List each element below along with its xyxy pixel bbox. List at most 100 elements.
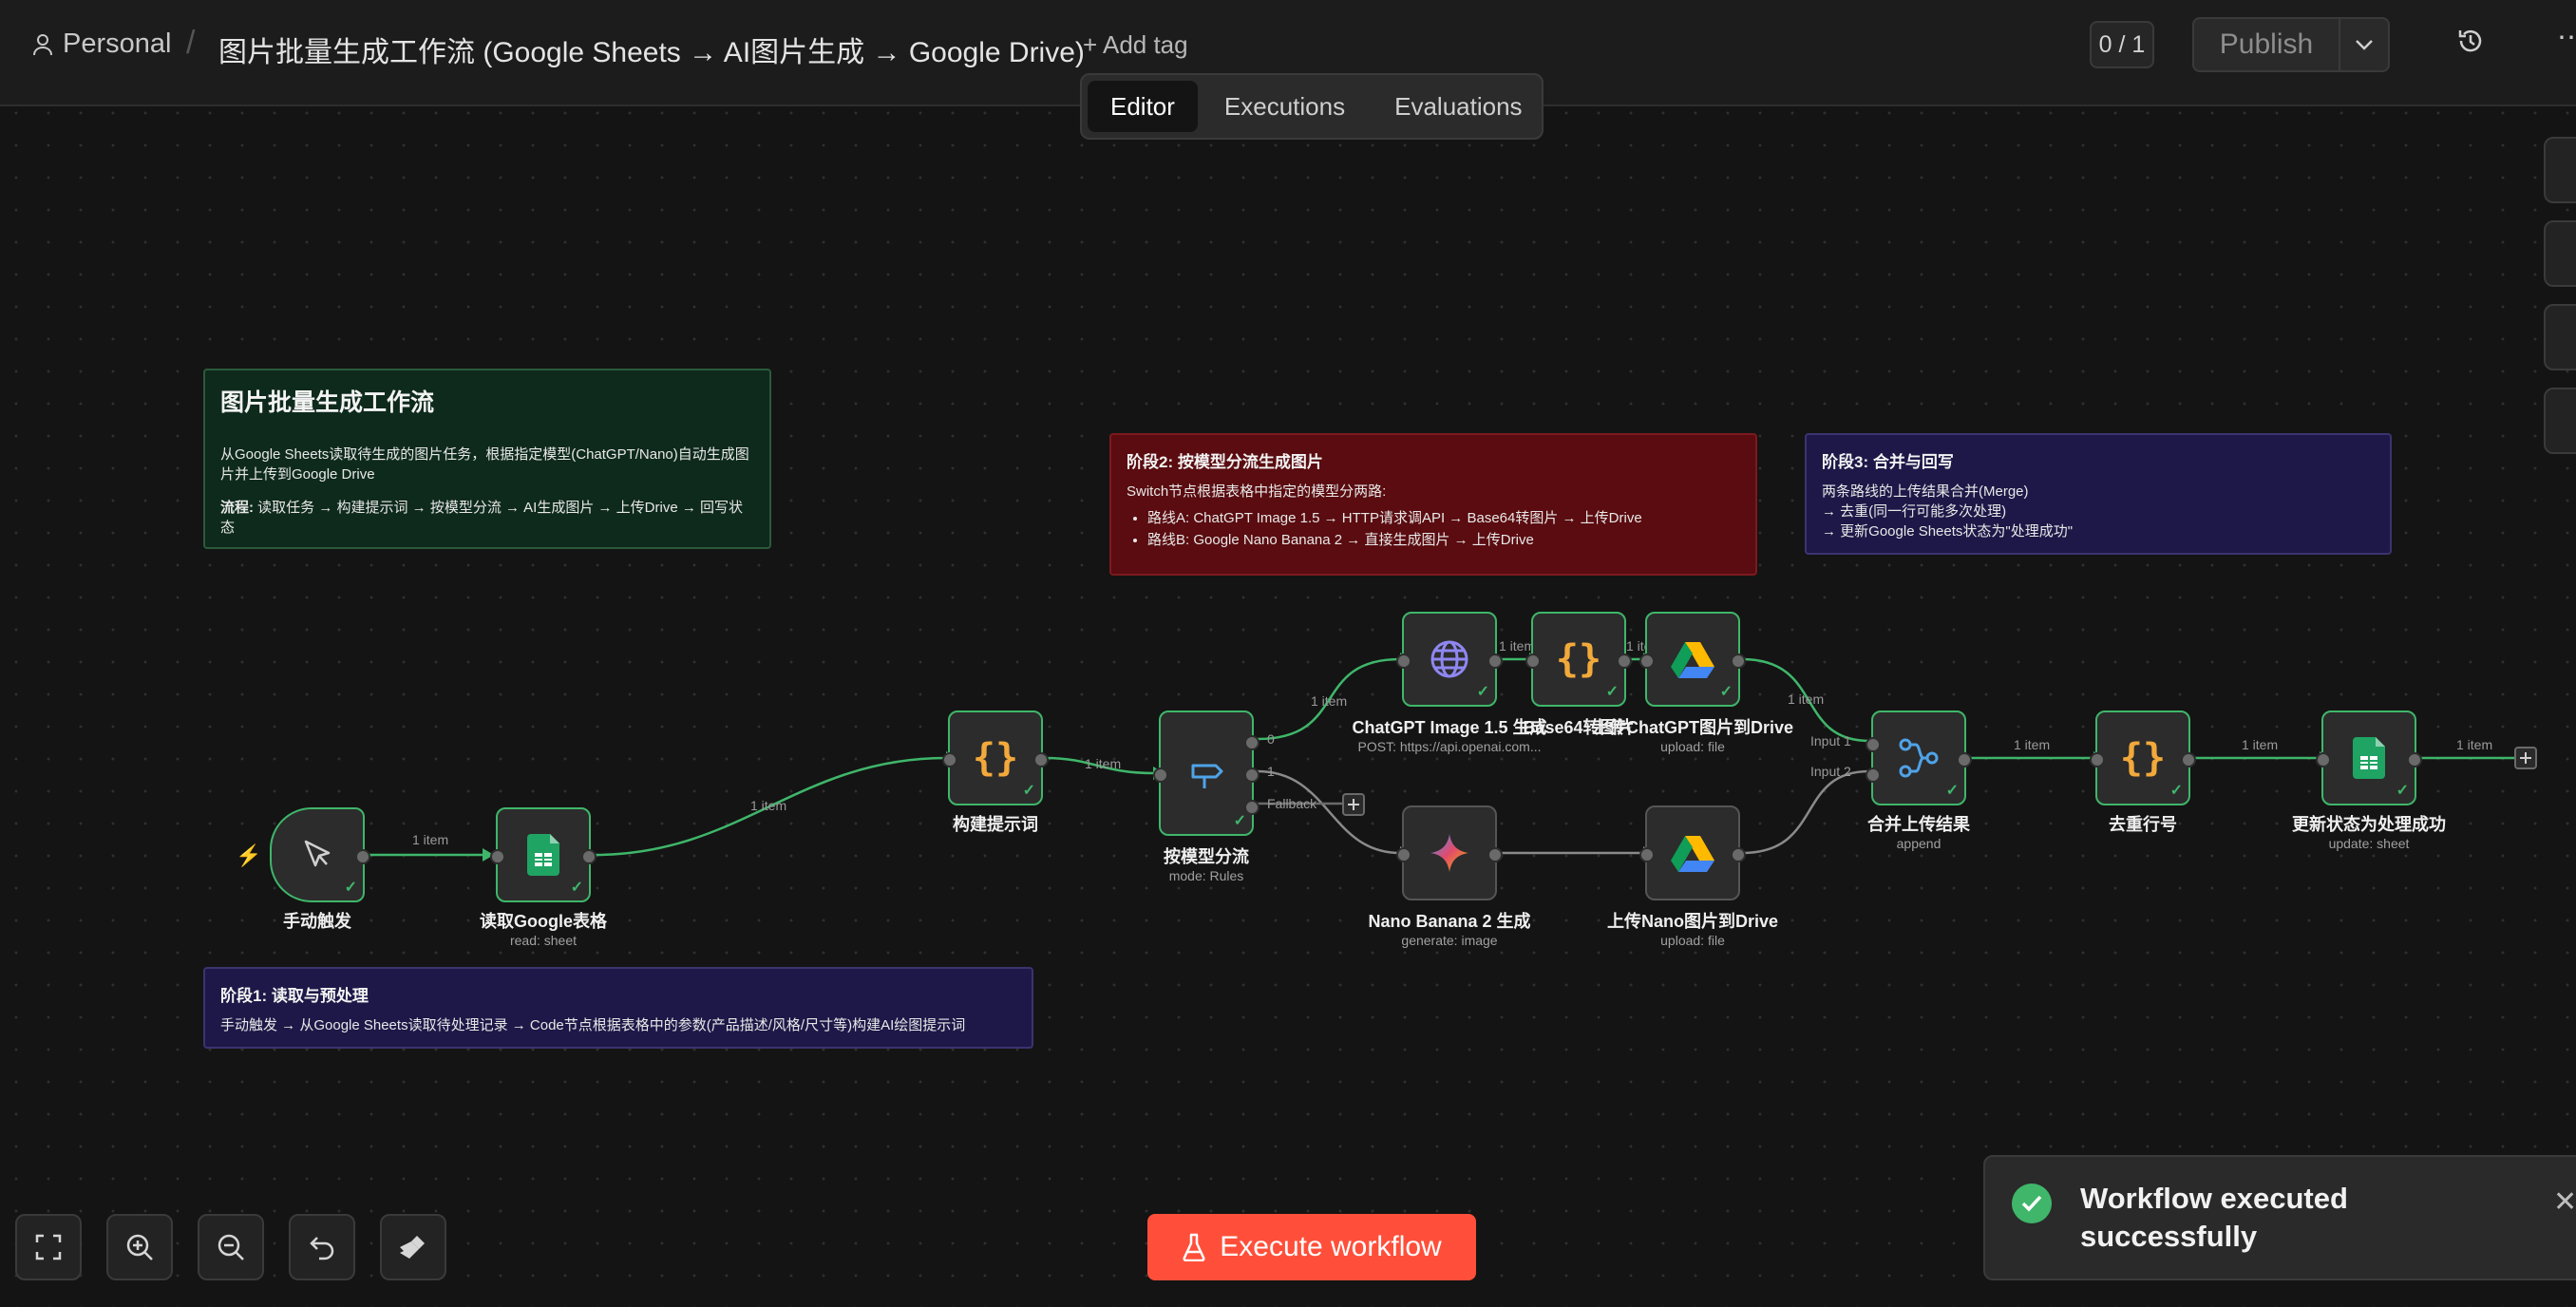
input-handle[interactable] bbox=[942, 752, 957, 767]
node-subtitle: append bbox=[1896, 836, 1941, 851]
fit-view-button[interactable] bbox=[15, 1214, 82, 1280]
view-tabs: Editor Executions Evaluations bbox=[1080, 73, 1544, 140]
node-label: Base64转图片 bbox=[1523, 718, 1635, 737]
publish-button[interactable]: Publish bbox=[2192, 17, 2339, 72]
execute-workflow-label: Execute workflow bbox=[1220, 1231, 1442, 1262]
more-options-icon[interactable]: ⋯ bbox=[2557, 22, 2576, 53]
sticky-stage1-text: 手动触发 → 从Google Sheets读取待处理记录 → Code节点根据表… bbox=[220, 1017, 966, 1033]
output-handle[interactable] bbox=[1033, 752, 1049, 767]
flow-label: 流程: bbox=[220, 500, 254, 516]
success-check-icon: ✓ bbox=[1476, 684, 1489, 700]
output-handle[interactable] bbox=[2181, 752, 2196, 767]
success-check-icon: ✓ bbox=[344, 880, 357, 896]
node-subtitle: upload: file bbox=[1660, 933, 1725, 948]
output-handle[interactable] bbox=[1244, 767, 1260, 783]
input-handle[interactable] bbox=[1866, 767, 1881, 783]
node-nano-banana[interactable] bbox=[1396, 805, 1503, 900]
input-handle[interactable] bbox=[1525, 654, 1541, 669]
sticky-note-button[interactable] bbox=[2544, 304, 2576, 370]
input-handle[interactable] bbox=[1639, 847, 1655, 862]
output-handle[interactable] bbox=[581, 849, 597, 864]
output-handle[interactable] bbox=[1731, 654, 1746, 669]
input-handle[interactable] bbox=[1153, 767, 1168, 783]
node-chatgpt-image[interactable]: ✓ bbox=[1396, 612, 1503, 707]
node-dedupe[interactable]: {} ✓ bbox=[2090, 710, 2196, 805]
output-handle[interactable] bbox=[1487, 654, 1503, 669]
success-check-icon: ✓ bbox=[1605, 684, 1619, 700]
input-handle[interactable] bbox=[490, 849, 505, 864]
node-read-google-sheet[interactable]: ✓ bbox=[490, 807, 597, 902]
undo-button[interactable] bbox=[289, 1214, 355, 1280]
publish-dropdown-button[interactable] bbox=[2339, 17, 2390, 72]
output-handle[interactable] bbox=[1487, 847, 1503, 862]
input-handle[interactable] bbox=[1396, 654, 1411, 669]
node-merge[interactable]: ✓ bbox=[1866, 710, 1972, 805]
sticky-stage2[interactable]: 阶段2: 按模型分流生成图片 Switch节点根据表格中指定的模型分两路: 路线… bbox=[1109, 433, 1757, 576]
node-subtitle: generate: image bbox=[1401, 933, 1498, 948]
breadcrumb-workspace[interactable]: Personal bbox=[32, 28, 171, 60]
trigger-bolt-icon: ⚡ bbox=[236, 843, 262, 867]
history-button[interactable] bbox=[2456, 27, 2485, 60]
output-handle[interactable] bbox=[355, 849, 370, 864]
output-handle[interactable] bbox=[1731, 847, 1746, 862]
edge-label: 1 item bbox=[412, 832, 449, 847]
success-check-icon: ✓ bbox=[2169, 783, 2183, 799]
switch-output-label: 1 bbox=[1267, 764, 1275, 779]
chevron-down-icon bbox=[2356, 40, 2373, 50]
edge-label: 1 item bbox=[2014, 737, 2051, 752]
connection-edge bbox=[594, 756, 947, 857]
check-circle-icon bbox=[2012, 1184, 2052, 1223]
code-braces-icon: {} bbox=[2119, 736, 2167, 780]
input-handle[interactable] bbox=[1639, 654, 1655, 669]
merge-icon bbox=[1899, 738, 1939, 778]
sticky-stage1[interactable]: 阶段1: 读取与预处理 手动触发 → 从Google Sheets读取待处理记录… bbox=[203, 967, 1033, 1049]
zoom-out-icon bbox=[218, 1234, 244, 1260]
tab-executions[interactable]: Executions bbox=[1223, 91, 1346, 121]
zoom-out-button[interactable] bbox=[198, 1214, 264, 1280]
sticky-stage3[interactable]: 阶段3: 合并与回写 两条路线的上传结果合并(Merge) → 去重(同一行可能… bbox=[1805, 433, 2392, 555]
close-icon[interactable]: ✕ bbox=[2553, 1186, 2576, 1218]
node-label: 读取Google表格 bbox=[480, 912, 607, 931]
node-upload-chatgpt-drive[interactable]: ✓ bbox=[1639, 612, 1746, 707]
google-drive-icon bbox=[1671, 836, 1714, 872]
output-handle[interactable] bbox=[2407, 752, 2422, 767]
tab-editor[interactable]: Editor bbox=[1088, 81, 1198, 132]
toast-message: Workflow executed successfully bbox=[2080, 1182, 2348, 1253]
input-handle[interactable] bbox=[1396, 847, 1411, 862]
node-switch[interactable]: ✓ bbox=[1153, 710, 1260, 836]
globe-icon bbox=[1430, 640, 1468, 678]
add-node-button[interactable] bbox=[2544, 137, 2576, 203]
edge-label: 1 item bbox=[1311, 693, 1348, 709]
connection-edge bbox=[1257, 657, 1401, 741]
connection-edge bbox=[1741, 769, 1870, 855]
execute-workflow-button[interactable]: Execute workflow bbox=[1147, 1214, 1476, 1280]
node-label: Nano Banana 2 生成 bbox=[1368, 912, 1531, 931]
edge-label: 1 item bbox=[2456, 737, 2493, 752]
output-handle[interactable] bbox=[1244, 735, 1260, 750]
node-update-sheet[interactable]: ✓ bbox=[2316, 710, 2422, 805]
output-handle[interactable] bbox=[1617, 654, 1632, 669]
node-build-prompt[interactable]: {} ✓ bbox=[942, 710, 1049, 805]
switch-output-label: Fallback bbox=[1267, 796, 1317, 811]
panel-toggle-button[interactable] bbox=[2544, 388, 2576, 454]
node-base64-to-image[interactable]: {} ✓ bbox=[1525, 612, 1632, 707]
cursor-icon bbox=[304, 840, 331, 867]
output-handle[interactable] bbox=[1957, 752, 1972, 767]
node-manual-trigger[interactable]: ✓ bbox=[270, 807, 370, 902]
signpost-icon bbox=[1191, 764, 1223, 788]
input-handle[interactable] bbox=[2316, 752, 2331, 767]
zoom-in-button[interactable] bbox=[106, 1214, 173, 1280]
node-subtitle: update: sheet bbox=[2328, 836, 2410, 851]
tab-evaluations[interactable]: Evaluations bbox=[1394, 91, 1523, 121]
sticky-intro[interactable]: 图片批量生成工作流 从Google Sheets读取待生成的图片任务，根据指定模… bbox=[203, 369, 771, 549]
node-subtitle: read: sheet bbox=[509, 933, 578, 948]
node-upload-nano-drive[interactable] bbox=[1639, 805, 1746, 900]
workflow-title[interactable]: 图片批量生成工作流 (Google Sheets → AI图片生成 → Goog… bbox=[218, 37, 1085, 68]
add-tag-button[interactable]: + Add tag bbox=[1083, 30, 1188, 59]
input-handle[interactable] bbox=[2090, 752, 2105, 767]
search-nodes-button[interactable] bbox=[2544, 220, 2576, 287]
tidy-up-button[interactable] bbox=[380, 1214, 446, 1280]
output-handle[interactable] bbox=[1244, 800, 1260, 815]
edge-label: 1 item bbox=[1085, 756, 1122, 771]
input-handle[interactable] bbox=[1866, 737, 1881, 752]
